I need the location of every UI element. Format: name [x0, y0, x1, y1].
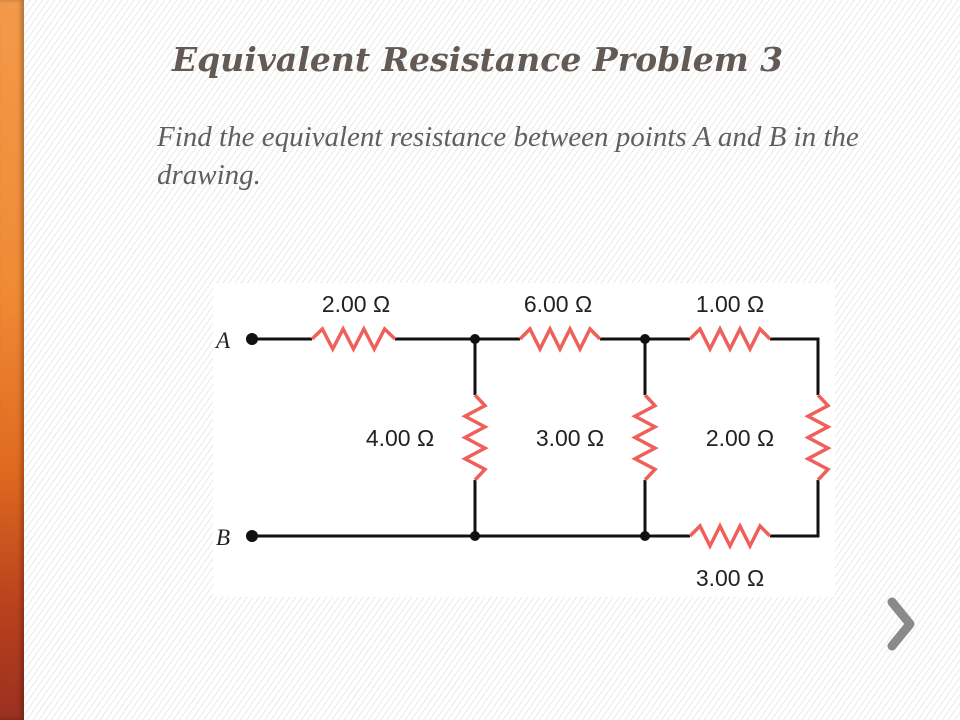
- resistor-label: 2.00 Ω: [322, 291, 390, 317]
- resistor-label: 6.00 Ω: [524, 291, 592, 317]
- slide-title: Equivalent Resistance Problem 3: [172, 40, 784, 79]
- resistor-shunt-left: [461, 393, 489, 482]
- point-b-label: B: [216, 525, 230, 550]
- chevron-right-icon: [887, 597, 915, 651]
- point-a-label: A: [214, 328, 231, 353]
- circuit-svg: A B 2.00 Ω 6.00 Ω 1.00 Ω 4.00 Ω 3.00 Ω 2…: [214, 291, 832, 591]
- problem-prompt: Find the equivalent resistance between p…: [157, 121, 859, 191]
- resistor-shunt-right: [804, 393, 832, 482]
- resistor-shunt-middle: [631, 393, 659, 482]
- terminal-a-dot: [246, 333, 258, 345]
- accent-sidebar: [0, 0, 24, 720]
- resistor-label: 3.00 Ω: [696, 565, 764, 591]
- circuit-diagram: A B 2.00 Ω 6.00 Ω 1.00 Ω 4.00 Ω 3.00 Ω 2…: [213, 283, 835, 597]
- resistor-label: 3.00 Ω: [536, 425, 604, 451]
- resistor-bottom-right: [688, 522, 772, 550]
- node-dot: [640, 334, 650, 344]
- next-slide-button[interactable]: [884, 596, 920, 652]
- resistor-top-right: [688, 325, 772, 353]
- resistor-label: 2.00 Ω: [706, 425, 774, 451]
- resistor-top-middle: [518, 325, 602, 353]
- node-dot: [470, 334, 480, 344]
- node-dot: [470, 531, 480, 541]
- node-dot: [640, 531, 650, 541]
- resistor-label: 4.00 Ω: [366, 425, 434, 451]
- resistor-top-left: [310, 325, 397, 353]
- terminal-b-dot: [246, 530, 258, 542]
- resistor-label: 1.00 Ω: [696, 291, 764, 317]
